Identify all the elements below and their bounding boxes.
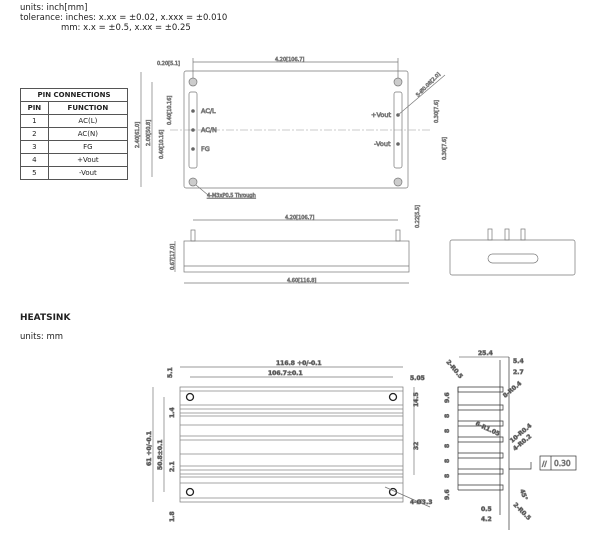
flatness-tolerance: 0.30	[554, 459, 571, 468]
dim-out-1: 0.30[7.6]	[434, 100, 440, 123]
dim-hs-edge: 5.05	[410, 375, 425, 382]
dim-hole-span: 2.00[50.8]	[146, 120, 152, 146]
tolerance-inches: tolerance: inches: x.xx = ±0.02, x.xxx =…	[20, 13, 228, 23]
dim-pin-height: 0.22[5.5]	[415, 205, 421, 228]
units-note: units: inch[mm]	[20, 3, 88, 13]
dim-length: 4.60[116.8]	[287, 278, 316, 284]
dim-hs-seg1: 14.5	[413, 392, 420, 407]
dim-hs-seg2: 32	[413, 442, 420, 450]
dim-hs-pitch: 106.7±0.1	[268, 370, 303, 377]
dim-hs-fin2: 2.1	[169, 461, 176, 472]
table-row: 5-Vout	[20, 166, 129, 180]
dim-side-pitch: 4.20[106.7]	[285, 215, 314, 221]
dim-hs-hole-span: 50.8±0.1	[157, 440, 164, 470]
pin-label-vout-pos: +Vout	[371, 111, 391, 119]
dim-pin-pitch-1: 0.40[10.16]	[167, 96, 173, 125]
dim-height: 2.40[61.0]	[135, 122, 141, 148]
heatsink-units: units: mm	[20, 332, 64, 342]
dim-pitch: 4.20[106.7]	[275, 57, 304, 63]
dim-hs-top: 5.1	[167, 367, 174, 378]
dim-s6: 8	[444, 474, 451, 478]
heatsink-title: HEATSINK	[20, 313, 71, 323]
dim-s2: 8	[444, 414, 451, 418]
end-view	[449, 228, 576, 276]
table-row: 4+Vout	[20, 153, 129, 167]
dim-hs-holes: 4-Ø3.3	[410, 499, 432, 506]
dim-s1: 9.6	[444, 392, 451, 403]
mount-hole-icon	[185, 392, 398, 497]
dim-angle: 45°	[518, 488, 528, 501]
dim-hs-width: 25.4	[478, 350, 493, 357]
dim-r3: 6-R1.05	[474, 420, 501, 437]
dim-hs-d1: 5.4	[513, 358, 524, 365]
mount-hole-icon	[188, 77, 403, 187]
dim-r6: 2-R0.5	[512, 501, 532, 521]
parallelism-icon: //	[542, 460, 547, 468]
dim-hs-d2: 2.7	[513, 369, 524, 376]
pin-label-acn: AC/N	[201, 126, 217, 134]
dim-b1: 0.5	[481, 506, 492, 513]
dim-s7: 9.6	[444, 489, 451, 500]
dim-out-2: 0.30[7.6]	[442, 137, 448, 160]
pin-label-vout-neg: -Vout	[374, 140, 391, 148]
dim-s4: 8	[444, 444, 451, 448]
dim-hs-height: 61 +0/-0.1	[146, 431, 153, 466]
pin-label-fg: FG	[201, 145, 210, 153]
dim-r1: 2-R0.5	[444, 359, 463, 380]
dim-s3: 8	[444, 429, 451, 433]
dim-hs-length: 116.8 +0/-0.1	[276, 360, 322, 367]
tolerance-mm: mm: x.x = ±0.5, x.xx = ±0.25	[61, 23, 191, 33]
dim-r2: 8-R0.4	[502, 380, 523, 399]
heatsink-front-view: 116.8 +0/-0.1 106.7±0.1 5.05 5.1 61 +0/-…	[146, 360, 433, 523]
dim-pin-dia: 5-Ø0.08[2.0]	[414, 71, 442, 99]
dim-holes: 4-M3xP0.5 Through	[207, 193, 256, 199]
dim-pin-pitch-2: 0.40[10.16]	[159, 130, 165, 159]
pin-label-acl: AC/L	[201, 107, 216, 115]
dim-s5: 8	[444, 459, 451, 463]
function-cell: -Vout	[47, 166, 129, 180]
top-view: AC/L AC/N FG +Vout -Vout 4.20[106.7] 0.2…	[135, 57, 449, 200]
dim-hs-bottom: 1.8	[169, 511, 176, 522]
dim-hs-fin1: 1.4	[169, 407, 176, 418]
dim-side-height: 0.67[17.0]	[170, 244, 176, 270]
dim-b2: 4.2	[481, 516, 492, 523]
side-view: 4.20[106.7] 0.22[5.5] 0.67[17.0] 4.60[11…	[170, 205, 422, 285]
heatsink-side-view: 25.4 5.4 2.7 9.6 8 8 8 8 8 9.6 2-R0.5 8-…	[444, 350, 577, 530]
dim-offset: 0.20[5.1]	[157, 61, 180, 67]
